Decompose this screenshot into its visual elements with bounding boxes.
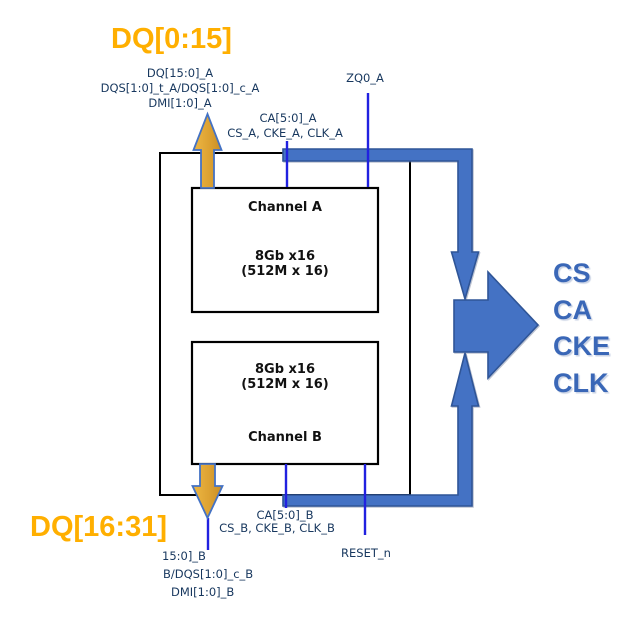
dq-a-label: DQ[15:0]_A [146, 66, 214, 80]
reset-n-label: RESET_n [341, 546, 391, 560]
bus-label-ca: CA [553, 294, 592, 325]
channel-a-density: 8Gb x16 [254, 249, 316, 264]
dqs-b-label: B/DQS[1:0]_c_B [163, 567, 254, 581]
dq-b-label: 15:0]_B [162, 549, 206, 563]
dq-channel-a-arrow-up [192, 111, 223, 189]
bus-label-clk: CLK [553, 367, 609, 398]
cs-cke-clk-b-label: CS_B, CKE_B, CLK_B [219, 521, 335, 535]
ca-a-label: CA[5:0]_A [259, 111, 317, 125]
dmi-b-label: DMI[1:0]_B [171, 585, 235, 599]
dq-channel-b-arrow-down [191, 463, 224, 521]
ca-b-label: CA[5:0]_B [256, 508, 314, 522]
dmi-a-label: DMI[1:0]_A [148, 96, 212, 110]
channel-b-spec: 8Gb x16 (512M x 16) [241, 362, 328, 392]
dq-upper-bus-heading: DQ[0:15] [111, 23, 232, 55]
channel-b-box [190, 340, 380, 466]
dqs-a-label: DQS[1:0]_t_A/DQS[1:0]_c_A [100, 81, 260, 95]
dq-lower-bus-heading: DQ[16:31] [30, 511, 167, 543]
cs-cke-clk-a-label: CS_A, CKE_A, CLK_A [227, 126, 343, 140]
channel-a-organization: (512M x 16) [241, 264, 329, 279]
bus-label-cs: CS [553, 258, 591, 288]
command-bus-output-arrow [453, 269, 540, 381]
channel-a-name: Channel A [248, 200, 322, 215]
zq0-a-label: ZQ0_A [346, 71, 384, 85]
bus-label-cke: CKE [553, 331, 611, 361]
channel-a-dq-labels: DQ[15:0]_A DQS[1:0]_t_A/DQS[1:0]_c_A DMI… [101, 66, 260, 111]
channel-b-organization: (512M x 16) [241, 377, 329, 392]
channel-b-name: Channel B [248, 430, 322, 445]
channel-b-density: 8Gb x16 [254, 362, 316, 377]
command-bus-labels: CS CA CKE CLK [553, 255, 610, 401]
channel-a-spec: 8Gb x16 (512M x 16) [241, 249, 328, 279]
